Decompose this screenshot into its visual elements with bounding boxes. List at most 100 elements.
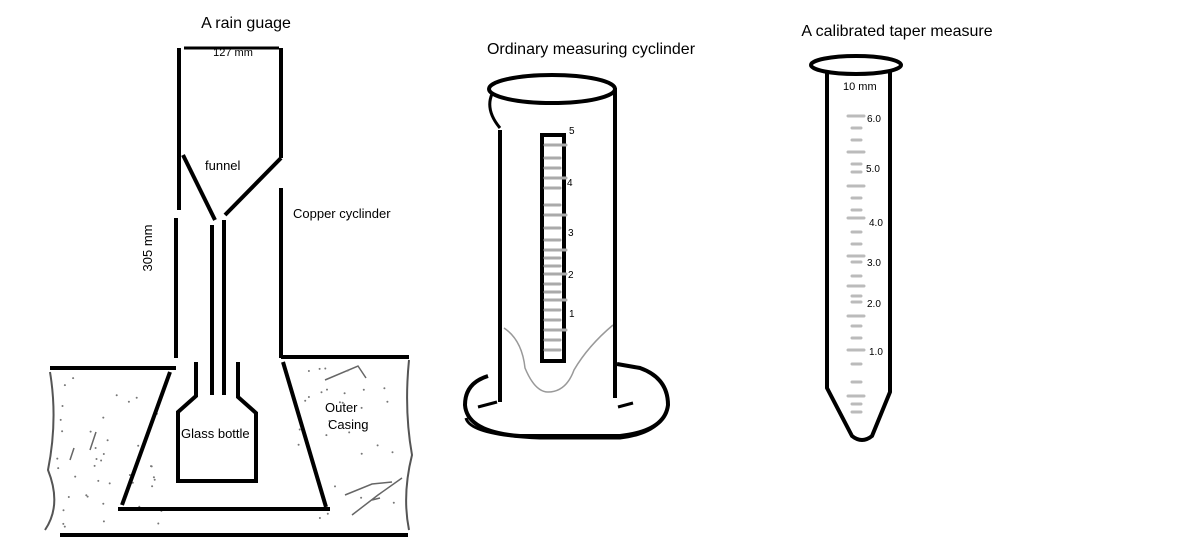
cylinder-scale-labels: 5 4 3 2 1 <box>567 126 575 320</box>
scale-label-1: 1 <box>569 309 575 320</box>
measuring-cylinder: Ordinary measuring cyclinder 5 4 3 2 1 <box>462 41 696 440</box>
soil-dot <box>62 509 65 512</box>
scale-label-5: 5 <box>569 126 575 137</box>
soil-dot <box>318 367 321 370</box>
funnel-label: funnel <box>205 158 241 173</box>
soil-dot <box>67 496 70 498</box>
soil-dot <box>307 370 310 372</box>
soil-dot <box>86 495 89 498</box>
height-label: 305 mm <box>140 225 155 272</box>
soil-dot <box>62 522 65 525</box>
taper-top-rim <box>809 54 903 76</box>
soil-dot <box>362 426 365 429</box>
taper-measure-title: A calibrated taper measure <box>801 23 992 40</box>
soil-dot <box>150 465 152 468</box>
soil-dot <box>298 428 301 431</box>
soil-dot <box>102 520 105 523</box>
soil-dot <box>348 431 351 434</box>
soil-dot <box>115 394 118 397</box>
soil-dot <box>360 496 363 499</box>
rain-gauge: A rain guage 127 mm funnel Copper cyclin… <box>44 15 414 537</box>
taper-ticks <box>846 114 866 414</box>
soil-dot <box>152 476 155 479</box>
taper-width-label: 10 mm <box>843 81 877 93</box>
taper-label-4: 4.0 <box>869 218 883 229</box>
soil-dot <box>72 377 75 380</box>
soil-dot <box>320 391 323 394</box>
soil-dot <box>153 478 156 481</box>
liquid-meniscus <box>503 324 614 393</box>
funnel-left-edge <box>181 154 217 221</box>
soil-dot <box>157 522 160 525</box>
casing-left <box>120 371 172 506</box>
soil-dot <box>151 485 154 488</box>
soil-dot <box>318 517 321 519</box>
soil-dot <box>106 439 109 442</box>
soil-dot <box>102 453 105 455</box>
soil-dot <box>56 457 59 460</box>
cylinder-spout <box>488 93 502 129</box>
soil-outline-left <box>44 371 56 531</box>
soil-dot <box>383 387 386 390</box>
soil-dot <box>97 479 100 482</box>
base-mark-right <box>617 401 634 409</box>
taper-measure: A calibrated taper measure 10 mm 6.0 5.0… <box>801 23 993 442</box>
soil-dot <box>74 475 77 478</box>
scale-box <box>540 133 566 363</box>
soil-dot <box>325 434 328 437</box>
cylinder-base-rim <box>464 404 670 440</box>
soil-dot <box>85 494 88 497</box>
taper-body <box>825 72 892 442</box>
soil-dot <box>57 467 60 470</box>
soil-dot <box>61 405 64 407</box>
taper-label-3: 3.0 <box>867 258 881 269</box>
taper-label-6: 6.0 <box>867 114 881 125</box>
measuring-cylinder-title: Ordinary measuring cyclinder <box>487 41 696 58</box>
soil-dot <box>297 443 300 446</box>
soil-dot <box>304 399 307 402</box>
soil-dot <box>391 451 394 454</box>
soil-dot <box>102 502 105 505</box>
width-label: 127 mm <box>213 47 253 59</box>
taper-label-5: 5.0 <box>866 164 880 175</box>
soil-dot <box>328 420 331 422</box>
soil-dot <box>128 474 131 476</box>
soil-dot <box>376 444 379 447</box>
soil-dot <box>346 369 349 372</box>
soil-dot <box>89 430 92 433</box>
soil-dot <box>343 392 346 395</box>
soil-dot <box>324 367 327 370</box>
soil-outline-right <box>405 359 414 531</box>
casing-label-line1: Outer <box>325 400 358 415</box>
soil-dot <box>360 452 363 455</box>
soil-dot <box>94 447 97 449</box>
cylinder-base <box>462 362 671 438</box>
soil-dot <box>135 396 138 399</box>
rain-gauge-title: A rain guage <box>201 15 291 32</box>
taper-label-2: 2.0 <box>867 299 881 310</box>
soil-dot <box>392 501 395 504</box>
soil-dot <box>341 401 344 404</box>
soil-dot <box>326 512 329 515</box>
cylinder-ticks <box>543 143 568 352</box>
soil-dot <box>386 400 389 403</box>
cylinder-label: Copper cyclinder <box>293 206 391 221</box>
soil-dot <box>93 464 96 467</box>
funnel-right-edge <box>223 156 283 217</box>
soil-dot <box>59 418 62 421</box>
casing-label-line2: Casing <box>328 417 368 432</box>
soil-dot <box>127 400 130 403</box>
cylinder-top-rim <box>487 73 617 105</box>
scale-label-4: 4 <box>567 178 573 189</box>
soil-dot <box>362 388 365 391</box>
soil-dot <box>137 444 140 447</box>
soil-dot <box>102 416 105 419</box>
soil-dot <box>338 401 341 404</box>
casing-right <box>281 361 328 508</box>
soil-dot <box>100 459 103 462</box>
soil-dot <box>63 525 66 528</box>
scale-label-3: 3 <box>568 228 574 239</box>
soil-dot <box>360 406 363 409</box>
